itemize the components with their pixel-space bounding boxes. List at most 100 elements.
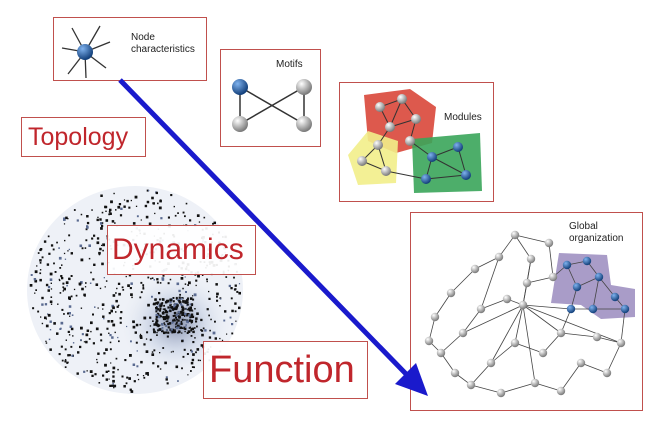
cloud-point (112, 382, 114, 385)
cloud-point (104, 205, 107, 209)
cloud-point (109, 348, 112, 351)
cloud-point (170, 331, 172, 333)
cloud-point (201, 274, 204, 276)
cloud-point (204, 329, 207, 332)
cloud-point (174, 330, 176, 332)
cloud-point (156, 305, 159, 308)
cloud-point (33, 278, 37, 281)
cloud-point (200, 344, 204, 347)
cloud-point (93, 234, 96, 237)
cloud-point (231, 323, 234, 326)
network-edge (480, 298, 508, 310)
cloud-point (130, 340, 132, 343)
network-edge (606, 342, 622, 374)
cloud-point (181, 313, 184, 316)
cloud-point (110, 320, 114, 323)
cloud-point (189, 306, 192, 309)
cloud-point (83, 293, 86, 297)
cloud-point (166, 320, 169, 323)
cloud-point (105, 378, 108, 381)
cloud-point (206, 280, 208, 283)
cloud-point (182, 355, 185, 358)
cloud-point (236, 290, 239, 293)
cloud-point (165, 310, 169, 314)
cloud-point (203, 216, 206, 219)
cloud-point (151, 353, 155, 356)
cloud-point (149, 338, 152, 341)
cloud-point (49, 348, 52, 351)
cloud-point (71, 314, 74, 316)
cloud-point (151, 351, 154, 353)
cloud-point (238, 306, 241, 310)
cloud-point (63, 217, 66, 220)
cloud-point (39, 259, 42, 262)
cloud-point (194, 327, 196, 329)
cloud-point (181, 311, 185, 314)
cloud-point (172, 307, 175, 310)
cloud-point (96, 241, 100, 245)
cloud-point (67, 250, 69, 252)
network-edge (514, 342, 544, 354)
cloud-point (40, 316, 42, 318)
cloud-point (135, 323, 139, 327)
network-node (620, 304, 630, 314)
cloud-point (174, 214, 177, 217)
cloud-point (220, 298, 222, 300)
cloud-point (185, 324, 187, 326)
cloud-point (228, 284, 231, 288)
cloud-point (84, 247, 87, 249)
cloud-point (103, 277, 105, 279)
cloud-point (174, 319, 176, 322)
cloud-point (119, 214, 123, 217)
cloud-point (49, 278, 53, 281)
modules-panel: Modules (339, 82, 494, 202)
cloud-point (156, 278, 159, 281)
cloud-point (62, 290, 64, 292)
cloud-point (155, 308, 158, 311)
network-node (530, 378, 540, 388)
cloud-point (56, 241, 58, 244)
cloud-point (57, 303, 59, 305)
cloud-point (189, 297, 193, 300)
cloud-point (201, 333, 204, 337)
cloud-point (29, 284, 33, 287)
cloud-point (233, 276, 235, 279)
cloud-point (155, 191, 158, 195)
cloud-point (30, 274, 33, 276)
cloud-point (127, 284, 130, 287)
cloud-point (99, 247, 102, 251)
cloud-point (62, 282, 65, 285)
cloud-point (68, 248, 70, 251)
cloud-point (47, 235, 50, 238)
cloud-point (80, 281, 83, 284)
cloud-point (86, 329, 90, 332)
cloud-point (158, 324, 161, 327)
cloud-point (165, 314, 168, 317)
cloud-point (172, 350, 174, 353)
network-node (616, 338, 626, 348)
network-edge (490, 342, 516, 364)
cloud-point (115, 357, 118, 360)
cloud-point (108, 210, 111, 213)
cloud-point (134, 331, 137, 334)
network-edge (548, 242, 554, 278)
network-edge (450, 268, 476, 294)
cloud-point (184, 276, 186, 278)
cloud-point (176, 321, 178, 324)
cloud-point (165, 324, 168, 327)
cloud-point (145, 215, 149, 219)
cloud-point (162, 316, 165, 319)
cloud-point (186, 314, 188, 317)
cloud-point (99, 218, 102, 221)
cloud-point (140, 281, 143, 284)
cloud-point (34, 292, 36, 294)
cloud-point (88, 257, 91, 260)
cloud-point (81, 287, 84, 291)
cloud-point (178, 296, 181, 299)
cloud-point (196, 312, 199, 315)
cloud-point (93, 263, 96, 266)
cloud-point (238, 291, 241, 295)
cloud-point (154, 298, 157, 301)
cloud-point (174, 329, 176, 331)
function-label: Function (203, 341, 368, 399)
